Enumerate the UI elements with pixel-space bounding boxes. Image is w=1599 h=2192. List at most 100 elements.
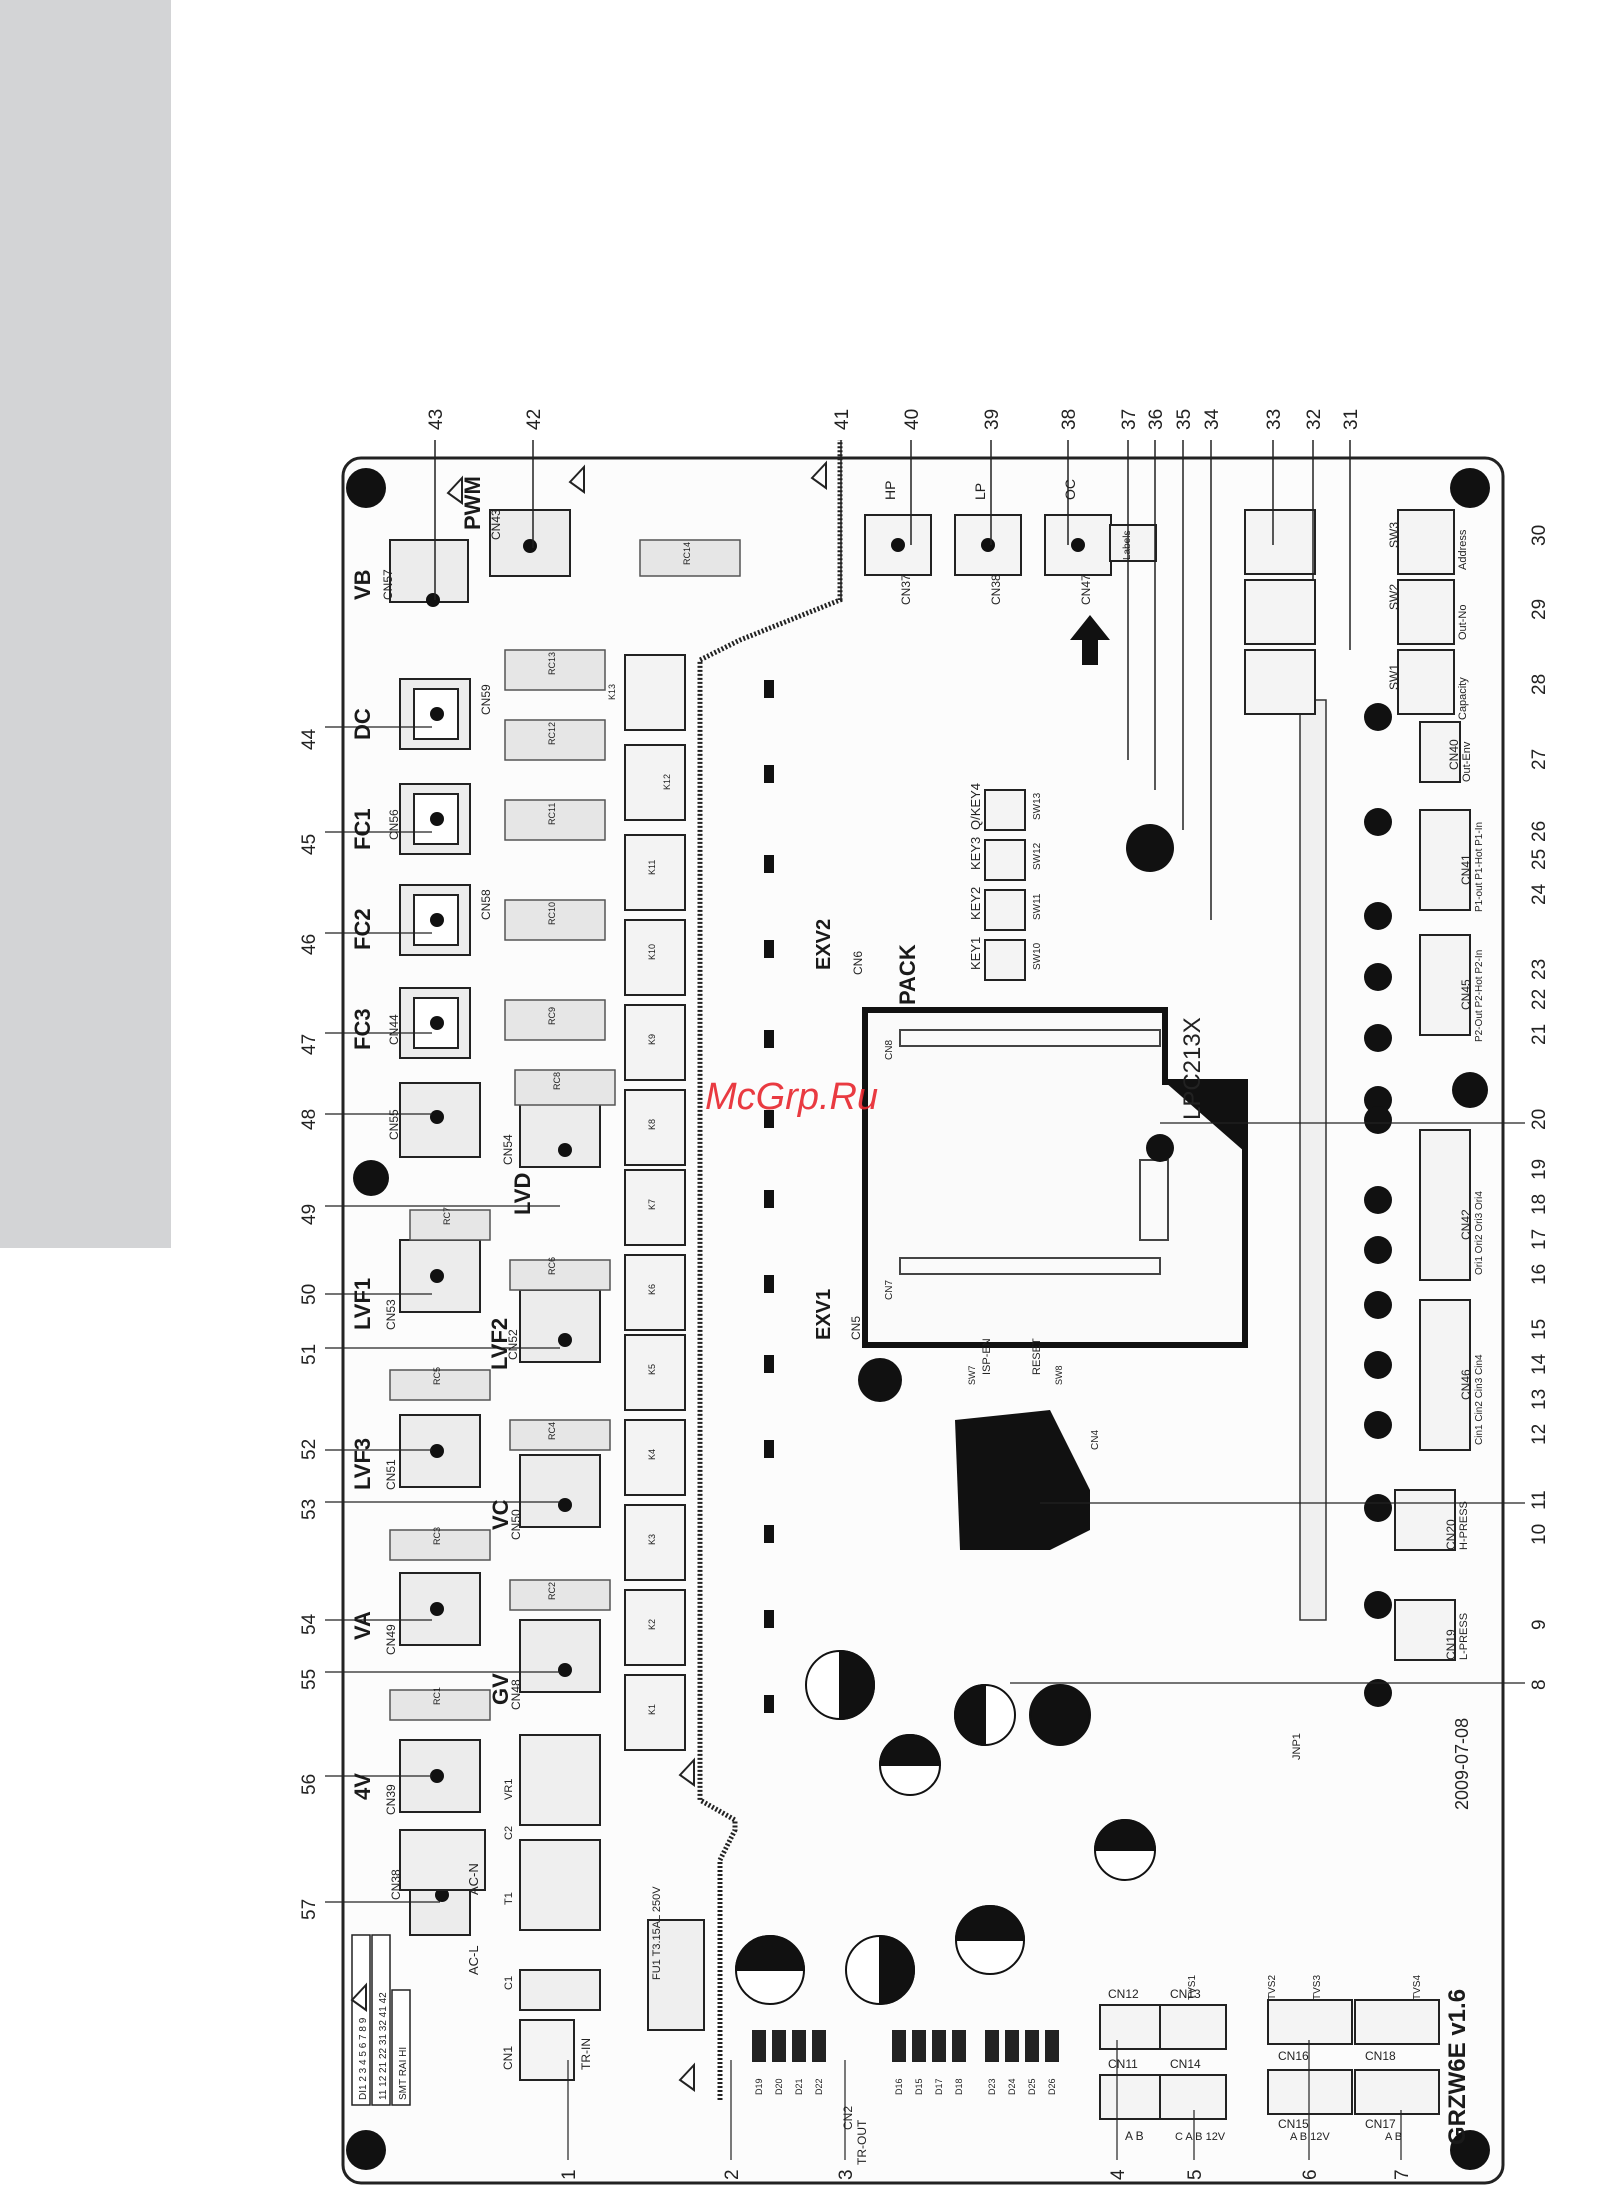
- ref-cn17: CN17: [1365, 2117, 1396, 2131]
- ref-cn53: CN53: [384, 1299, 398, 1330]
- arrow-icon: [1070, 615, 1110, 665]
- label-lvd: LVD: [510, 1173, 535, 1215]
- relay-k4: K4: [647, 1449, 657, 1460]
- callout-39: 39: [982, 409, 1003, 430]
- callout-42: 42: [524, 409, 545, 430]
- rc-11: RC11: [547, 803, 557, 825]
- relay-k1: K1: [647, 1704, 657, 1715]
- callout-7: 7: [1392, 2169, 1413, 2180]
- callout-41: 41: [832, 409, 853, 430]
- callout-26: 26: [1529, 821, 1550, 842]
- callout-1: 1: [559, 2169, 580, 2180]
- relay-k13: K13: [607, 684, 617, 700]
- right-callouts: 30 29 28 27 26 25 24 23 22 21 20 19 18 1…: [1529, 525, 1550, 1690]
- label-p2: P2-Out P2-Hot P2-In: [1474, 950, 1485, 1042]
- dip-legend-text: DI1 2 3 4 5 6 7 8 9 11 12 21 22 31 32 41…: [358, 1992, 409, 2100]
- ref-cn1: CN1: [501, 2046, 515, 2070]
- callout-54: 54: [299, 1613, 320, 1635]
- label-cin: Cin1 Cin2 Cin3 Cin4: [1474, 1354, 1485, 1445]
- bottom-diode-row: [752, 2030, 1059, 2062]
- callout-50: 50: [299, 1284, 320, 1305]
- label-c1: C1: [503, 1976, 515, 1990]
- bottom-connector-bank: [519, 1999, 1440, 2120]
- label-sw12: SW12: [1032, 842, 1043, 870]
- label-key2: KEY2: [968, 887, 983, 920]
- ref-cn18: CN18: [1365, 2049, 1396, 2063]
- label-l-press: L-PRESS: [1458, 1613, 1470, 1660]
- ref-cn56: CN56: [387, 809, 401, 840]
- callout-25: 25: [1529, 849, 1550, 870]
- mcu-module: LPC213X: [862, 1007, 1248, 1348]
- label-lvf3: LVF3: [350, 1438, 375, 1490]
- rc-7: RC7: [442, 1207, 452, 1225]
- callout-6: 6: [1300, 2169, 1321, 2180]
- label-sw8: SW8: [1054, 1365, 1064, 1385]
- callout-3: 3: [836, 2169, 857, 2180]
- label-tvs1: TVS1: [1187, 1975, 1198, 2000]
- ref-cn12: CN12: [1108, 1987, 1139, 2001]
- rc-1: RC1: [432, 1687, 442, 1705]
- diode-d23: D23: [987, 2078, 997, 2095]
- label-cn11: A B: [1125, 2129, 1144, 2143]
- callout-23: 23: [1529, 959, 1550, 980]
- label-fuse: FU1 T3.15AL 250V: [651, 1886, 663, 1980]
- label-oc: OC: [1062, 479, 1078, 500]
- label-dc: DC: [350, 708, 375, 740]
- callout-2: 2: [722, 2169, 743, 2180]
- label-pwm: PWM: [460, 476, 485, 530]
- rc-10: RC10: [547, 902, 557, 925]
- label-hp: HP: [882, 481, 898, 500]
- callout-22: 22: [1529, 989, 1550, 1010]
- callout-31: 31: [1341, 409, 1362, 430]
- rc-5: RC5: [432, 1367, 442, 1385]
- label-cn38-power: CN38: [389, 1869, 403, 1900]
- ref-cn14: CN14: [1170, 2057, 1201, 2071]
- callout-11: 11: [1529, 1490, 1550, 1510]
- ref-sw1: SW1: [1387, 664, 1401, 690]
- label-ori: Ori1 Ori2 Ori3 Ori4: [1474, 1191, 1485, 1275]
- label-cn4: CN4: [1090, 1430, 1101, 1450]
- ref-cn20: CN20: [1444, 1519, 1458, 1550]
- callout-33: 33: [1264, 409, 1285, 430]
- dip-row2: 11 12 21 22 31 32 41 42: [378, 1992, 389, 2100]
- diode-d17: D17: [934, 2078, 944, 2095]
- ref-cn49: CN49: [384, 1624, 398, 1655]
- callout-37: 37: [1119, 409, 1140, 430]
- diode-strip: [764, 680, 774, 1713]
- diode-d16: D16: [894, 2078, 904, 2095]
- callout-19: 19: [1529, 1159, 1550, 1180]
- diode-d26: D26: [1047, 2078, 1057, 2095]
- power-ic-black: [955, 1410, 1090, 1550]
- resistor-ladder-right: [1299, 699, 1327, 1621]
- label-vb: VB: [350, 569, 375, 600]
- rc-9: RC9: [547, 1007, 557, 1025]
- callout-44: 44: [299, 728, 320, 750]
- callout-18: 18: [1529, 1194, 1550, 1215]
- label-cn6: CN6: [851, 951, 865, 975]
- ref-cn57: CN57: [381, 569, 395, 600]
- diode-d21: D21: [794, 2078, 804, 2095]
- label-tvs4: TVS4: [1412, 1975, 1423, 2000]
- ref-cn46: CN46: [1459, 1369, 1473, 1400]
- callout-51: 51: [299, 1344, 320, 1365]
- label-key3: KEY3: [968, 837, 983, 870]
- ref-cn51: CN51: [384, 1459, 398, 1490]
- callout-14: 14: [1529, 1353, 1550, 1375]
- callout-30: 30: [1529, 525, 1550, 546]
- small-caps-right: [1364, 703, 1392, 1707]
- label-sw13: SW13: [1032, 792, 1043, 820]
- connector-labels: VB CN57 PWM CN43 HP CN37 LP CN38 OC CN47…: [350, 476, 1485, 2165]
- callout-43: 43: [426, 409, 447, 430]
- relay-k9: K9: [647, 1034, 657, 1045]
- callout-20: 20: [1529, 1109, 1550, 1130]
- top-leader-lines: [434, 440, 1351, 920]
- callout-5: 5: [1185, 2169, 1206, 2180]
- label-exv1: EXV1: [813, 1289, 835, 1340]
- ref-cn48: CN48: [509, 1679, 523, 1710]
- callout-16: 16: [1529, 1264, 1550, 1285]
- callout-40: 40: [902, 409, 923, 430]
- label-exv2: EXV2: [813, 919, 835, 970]
- ref-cn19: CN19: [1444, 1629, 1458, 1660]
- label-reset: RESET: [1031, 1338, 1043, 1375]
